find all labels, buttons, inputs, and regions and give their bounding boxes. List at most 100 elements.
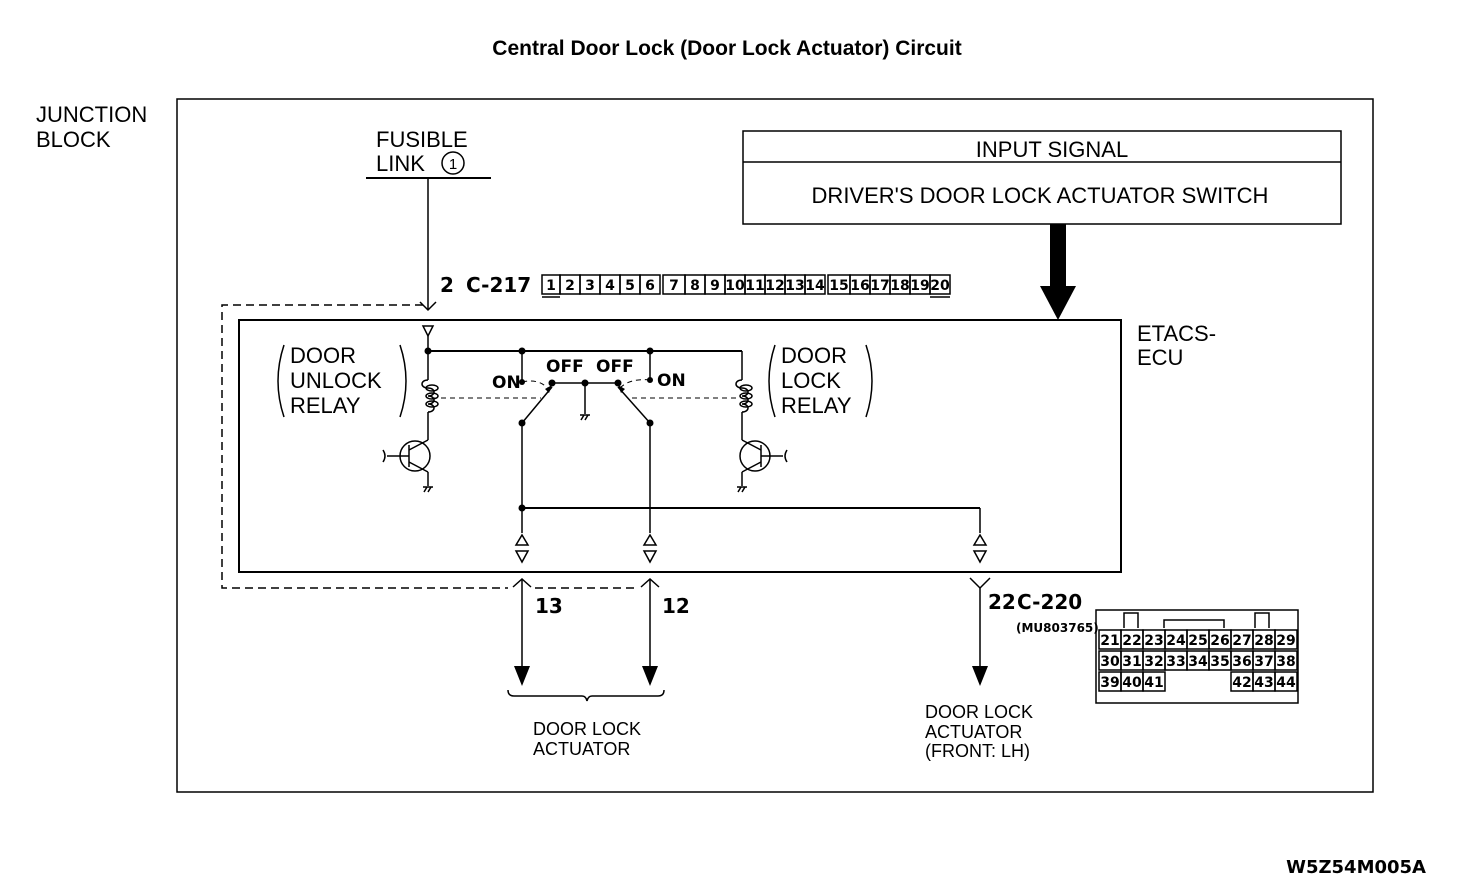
lock-on-label: ON xyxy=(657,371,686,391)
junction-block-frame xyxy=(176,98,1374,793)
collector xyxy=(741,439,762,451)
c217-pin-label: 19 xyxy=(910,278,929,294)
pin12-arrow-icon xyxy=(642,666,658,686)
c220-pin-label: 24 xyxy=(1166,633,1186,649)
terminal-down-icon xyxy=(642,550,658,564)
junction-dot xyxy=(614,379,622,387)
c220-pin-label: 41 xyxy=(1144,675,1163,691)
c220-pin-cell xyxy=(1274,671,1298,692)
door-lock-relay: DOOR LOCK RELAY xyxy=(735,343,873,493)
c220-pin-cell xyxy=(1142,671,1166,692)
coil-loop xyxy=(739,392,753,400)
junction-dot xyxy=(518,504,526,512)
etacs-ecu-box xyxy=(238,319,1122,573)
wire-break-icon xyxy=(382,449,386,463)
door-unlock-relay: DOOR UNLOCK RELAY xyxy=(277,343,439,493)
pin12-label: 12 xyxy=(662,594,690,618)
c220-pin-cell xyxy=(1274,650,1298,671)
c217-connector-name: C-217 xyxy=(466,273,531,297)
fusible-link-number: 1 xyxy=(449,156,457,173)
emitter xyxy=(741,461,762,473)
c220-connector-name: C-220 xyxy=(1017,590,1082,614)
unlock-relay-coil-icon xyxy=(421,379,435,413)
c220-pin-label: 27 xyxy=(1232,633,1251,649)
c220-pin-label: 32 xyxy=(1144,654,1163,670)
diagram-title: Central Door Lock (Door Lock Actuator) C… xyxy=(492,37,961,60)
input-signal-frame xyxy=(742,130,1342,225)
ecu-input-terminal-icon xyxy=(421,325,435,338)
pin22-connector-icon xyxy=(969,577,991,590)
c217-pin-label: 20 xyxy=(930,278,950,294)
signal-arrow-head-icon xyxy=(1040,286,1076,320)
lock-relay-label-1: DOOR xyxy=(781,343,847,368)
c217-pin-label: 1 xyxy=(546,278,556,294)
signal-arrow-shaft xyxy=(1050,224,1066,288)
c217-pin-label: 3 xyxy=(585,278,595,294)
c220-pin-label: 22 xyxy=(1122,633,1141,649)
c220-key xyxy=(1123,612,1139,628)
c217-pin-label: 8 xyxy=(690,278,700,294)
terminal-up-icon xyxy=(642,533,658,546)
c217-pin-label: 12 xyxy=(765,278,784,294)
c220-pin-label: 36 xyxy=(1232,654,1251,670)
c217-pin-label: 2 xyxy=(565,278,575,294)
unlock-relay-label-3: RELAY xyxy=(290,393,361,418)
c220-pin-number: 22 xyxy=(988,590,1016,614)
c217-pin-label: 14 xyxy=(805,278,825,294)
wire-break-icon xyxy=(784,449,788,463)
ecu-output-terminals xyxy=(514,533,988,564)
c217-pin-label: 6 xyxy=(645,278,655,294)
junction-block-label-1: JUNCTION xyxy=(36,102,147,127)
c217-pin-label: 13 xyxy=(785,278,804,294)
c220-pin-label: 40 xyxy=(1122,675,1142,691)
terminal-up-icon xyxy=(972,533,988,546)
input-signal-body: DRIVER'S DOOR LOCK ACTUATOR SWITCH xyxy=(812,183,1269,208)
unlock-off-label: OFF xyxy=(546,357,584,377)
door-lock-actuator-label-2: ACTUATOR xyxy=(533,739,630,759)
bracket-left xyxy=(277,344,285,418)
pin13-arrow-icon xyxy=(514,666,530,686)
unlock-relay-label-2: UNLOCK xyxy=(290,368,382,393)
terminal-up-icon xyxy=(514,533,530,546)
c220-pin-label: 33 xyxy=(1166,654,1185,670)
c217-pin-label: 18 xyxy=(890,278,909,294)
fusible-link-number-circle xyxy=(441,151,465,175)
arrow-icon xyxy=(545,385,552,393)
fusible-link-label-1: FUSIBLE xyxy=(376,127,468,152)
bracket-left xyxy=(768,344,776,418)
figure-id: W5Z54M005A xyxy=(1286,857,1426,878)
c217-pin-label: 9 xyxy=(710,278,720,294)
c217-pin-cell xyxy=(639,274,661,295)
bracket-right xyxy=(399,344,407,418)
lock-switch-arm xyxy=(617,386,651,424)
junction-block-label-2: BLOCK xyxy=(36,127,111,152)
input-signal-box: INPUT SIGNAL DRIVER'S DOOR LOCK ACTUATOR… xyxy=(742,130,1342,320)
c220-pin-label: 26 xyxy=(1210,633,1229,649)
c220-outline xyxy=(1095,609,1299,704)
ground-icon xyxy=(737,486,747,493)
c220-pin-label: 28 xyxy=(1254,633,1273,649)
coil-loop xyxy=(425,392,439,400)
c217-pin-label: 17 xyxy=(870,278,889,294)
c220-pin-label: 23 xyxy=(1144,633,1163,649)
c220-pin-label: 25 xyxy=(1188,633,1207,649)
unlock-switch-arm xyxy=(521,386,553,424)
c217-pin-label: 16 xyxy=(850,278,869,294)
front-lh-actuator-label-1: DOOR LOCK xyxy=(925,702,1033,722)
terminal-down-icon xyxy=(514,550,530,564)
switch-travel xyxy=(619,379,651,389)
junction-boundary-dashed xyxy=(221,304,508,589)
lock-relay-label-3: RELAY xyxy=(781,393,852,418)
c220-pin-label: 29 xyxy=(1276,633,1295,649)
c217-pin-label: 10 xyxy=(725,278,745,294)
front-lh-actuator-label-3: (FRONT: LH) xyxy=(925,741,1030,761)
pin13-label: 13 xyxy=(535,594,563,618)
coil-loop xyxy=(739,400,753,408)
c220-pin-label: 35 xyxy=(1210,654,1229,670)
collector xyxy=(408,439,429,451)
coil-loop xyxy=(425,400,439,408)
terminal-down-icon xyxy=(972,550,988,564)
lock-relay-label-2: LOCK xyxy=(781,368,841,393)
c220-pin-label: 34 xyxy=(1188,654,1208,670)
